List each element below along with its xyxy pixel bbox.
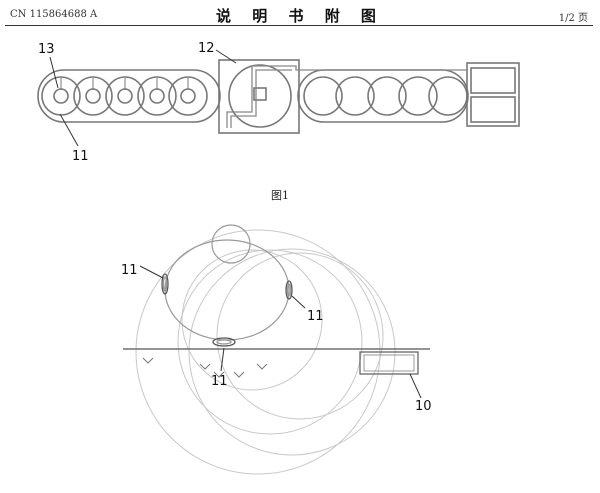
end-box-lower [470, 96, 516, 123]
right-disk-row [303, 76, 468, 116]
ground-clips [142, 357, 268, 378]
station-box-inner [363, 354, 415, 372]
end-box-upper [470, 67, 516, 94]
fig2-leaders [139, 265, 422, 399]
ref-label-11-bottom: 11 [211, 374, 228, 389]
fig1-leaders [49, 49, 237, 147]
hub-ring [228, 64, 292, 128]
header-divider [5, 25, 593, 26]
figure-2 [123, 224, 430, 475]
left-bar [37, 69, 221, 123]
page-number: 1/2 页 [558, 13, 588, 24]
ref-label-12: 12 [198, 41, 215, 56]
end-box [466, 62, 520, 127]
swing-arcs [135, 229, 396, 475]
station-box [359, 351, 419, 375]
ref-label-13: 13 [38, 42, 55, 57]
hub-square [253, 87, 267, 101]
ref-label-10: 10 [415, 399, 432, 414]
publication-number: CN 115864688 A [10, 9, 98, 20]
holders [161, 273, 293, 347]
conveyor-path [226, 65, 468, 128]
ref-label-11-right: 11 [307, 309, 324, 324]
ref-label-11-left: 11 [121, 263, 138, 278]
figure-1-caption: 图1 [271, 189, 289, 202]
central-hub-block [218, 59, 300, 134]
page-title: 说 明 书 附 图 [216, 7, 384, 25]
disk-ticks [60, 78, 189, 90]
ref-label-11: 11 [72, 149, 89, 164]
rotor-body [164, 224, 290, 341]
figure-1 [37, 49, 520, 147]
